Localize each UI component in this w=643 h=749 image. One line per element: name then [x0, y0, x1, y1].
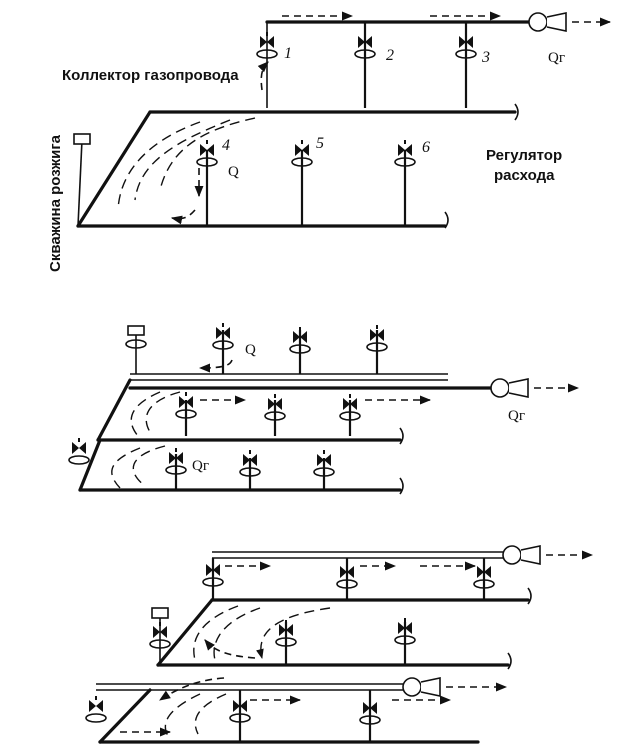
gas-flow-regulator-icon	[490, 378, 529, 398]
diagonal-well-pipe	[156, 598, 214, 667]
ignition-well-label: Скважина розжига	[47, 134, 64, 272]
swirl-flow	[117, 121, 201, 211]
diagonal-well-pipe	[76, 110, 152, 228]
swirl-flow	[111, 447, 141, 489]
pipe-break-mark	[527, 587, 532, 605]
pipe-break-mark	[444, 211, 449, 229]
flow-regulator-label-line2: расхода	[494, 167, 555, 184]
diagonal-well-pipe	[96, 378, 132, 442]
ignition-well-cap-icon	[151, 607, 169, 619]
valve-2-number: 2	[386, 47, 394, 64]
valve-icon	[85, 695, 107, 723]
valve-5-number: 5	[316, 135, 324, 152]
gas-collector-label: Коллектор газопровода	[62, 67, 239, 84]
valve-4-number: 4	[222, 137, 230, 154]
swirl-flow	[164, 693, 201, 737]
gas-flow-q-label: Q	[228, 164, 239, 180]
swirl-flow	[193, 605, 239, 661]
valve-3-number: 3	[481, 49, 490, 66]
diagonal-well-pipe	[98, 688, 152, 744]
pipe-break-mark	[507, 652, 512, 670]
pipe-break-mark	[399, 477, 404, 495]
swirl-flow	[256, 607, 331, 659]
swirl-flow-arrow	[204, 639, 256, 659]
swirl-flow	[130, 391, 161, 437]
gas-flow-regulator-icon	[402, 677, 441, 697]
diagram-3-collector-layout	[85, 545, 594, 744]
pipe-break-mark	[514, 103, 519, 121]
valve-icon	[68, 437, 90, 465]
gas-flow-qg-label: Qг	[192, 458, 209, 474]
swirl-flow	[194, 693, 227, 735]
diagonal-well-pipe	[78, 438, 102, 492]
swirl-flow	[145, 391, 181, 433]
gas-flow-q-label: Q	[245, 342, 256, 358]
swirl-flow-arrow	[170, 209, 196, 225]
swirl-flow	[213, 607, 261, 661]
diagram-1-collector-layout: 1 2 3 Qг 4 5 6 Q Коллектор газопровода	[47, 11, 612, 272]
diagram-2-collector-layout: Q Qг Qг	[68, 322, 580, 495]
valve-1-number: 1	[284, 45, 292, 62]
swirl-flow	[132, 445, 166, 487]
ignition-well-cap-icon	[73, 133, 91, 145]
gas-flow-regulator-icon	[528, 12, 567, 32]
valve-6-number: 6	[422, 139, 430, 156]
swirl-flow	[159, 117, 256, 191]
flow-regulator-label-line1: Регулятор	[486, 147, 562, 164]
downflow-arrow	[198, 359, 233, 373]
gas-flow-regulator-icon	[502, 545, 541, 565]
ignition-well-cap-icon	[127, 325, 145, 336]
ignition-well-pipe	[77, 139, 83, 227]
gas-flow-qg-label: Qг	[548, 50, 565, 66]
pipe-break-mark	[399, 427, 404, 445]
swirl-flow-arrow	[159, 677, 225, 701]
gas-flow-qg-label: Qг	[508, 408, 525, 424]
upflow-arrow	[257, 61, 269, 91]
hand-wheel-icon	[125, 339, 147, 349]
swirl-flow	[134, 119, 231, 201]
